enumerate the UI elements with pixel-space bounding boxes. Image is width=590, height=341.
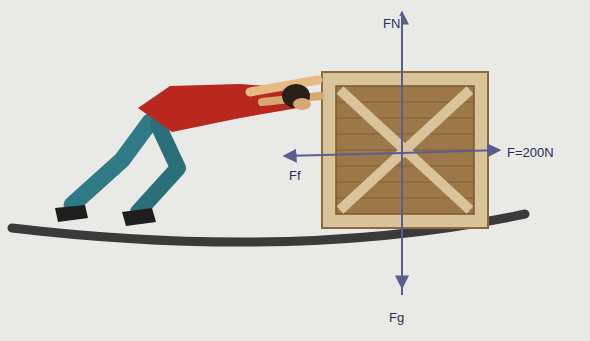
friction-force-arrow bbox=[284, 153, 402, 156]
man-pushing bbox=[55, 80, 320, 226]
gravity-force-arrow bbox=[401, 150, 403, 288]
force-label: FN bbox=[382, 14, 401, 32]
label-text: Fg bbox=[388, 310, 405, 325]
label-text: Ff bbox=[288, 168, 302, 183]
force-label: F=200N bbox=[506, 143, 555, 161]
force-label: Fg bbox=[388, 308, 405, 326]
label-text: F=200N bbox=[506, 145, 555, 160]
label-text: FN bbox=[382, 16, 401, 31]
crate bbox=[322, 72, 488, 228]
applied-force-arrow bbox=[402, 150, 500, 153]
force-label: Ff bbox=[288, 166, 302, 184]
